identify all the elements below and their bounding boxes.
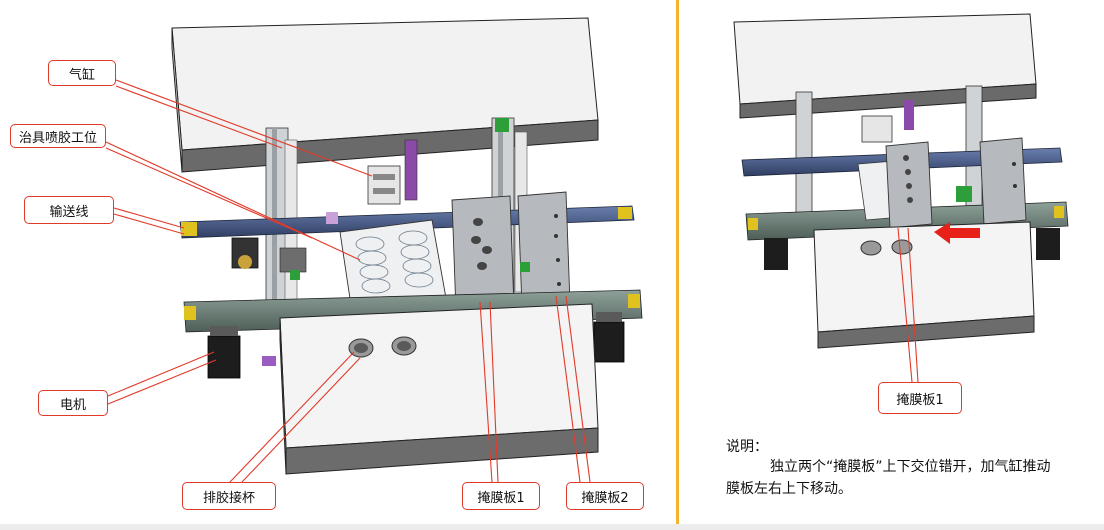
- glue-cup-label: 排胶接杯: [182, 482, 276, 510]
- note-text: 独立两个“掩膜板”上下交位错开，加气缸推动膜板左右上下移动。: [726, 459, 1051, 497]
- panel-divider: [676, 0, 679, 530]
- right-bottom-block: [813, 221, 1035, 349]
- left-upper-motor: [231, 237, 259, 269]
- left-top-block: [171, 17, 599, 173]
- mask-plate-2-label: 掩膜板2: [566, 482, 644, 510]
- mask-plate-2-part: [517, 191, 571, 309]
- cylinder-part: [367, 165, 401, 205]
- right-mask-plate-2-part: [956, 137, 1027, 225]
- note-title: 说明：: [726, 439, 768, 455]
- right-motors: [764, 228, 1060, 270]
- right-mask-plate-1-label: 掩膜板1: [878, 382, 962, 414]
- cylinder-label: 气缸: [48, 60, 116, 86]
- right-leader-lines: [897, 227, 919, 383]
- push-arrow-icon: [934, 222, 980, 244]
- fixture-plate: [279, 219, 447, 313]
- left-lower-motors: [207, 312, 625, 379]
- right-guide-posts: [795, 85, 983, 221]
- right-machine-view: [733, 13, 1069, 383]
- fixture-station-label: 治具喷胶工位: [10, 124, 106, 148]
- left-machine-view: [105, 17, 643, 483]
- right-top-block: [733, 13, 1037, 119]
- mask-plate-1-label: 掩膜板1: [462, 482, 540, 510]
- right-mask-plate-1-part: [885, 141, 933, 229]
- left-bottom-block: [279, 303, 599, 475]
- conveyor-label: 输送线: [24, 196, 114, 224]
- left-leader-lines: [105, 79, 591, 483]
- motor-label: 电机: [38, 390, 108, 416]
- bottom-bar: [0, 524, 1104, 530]
